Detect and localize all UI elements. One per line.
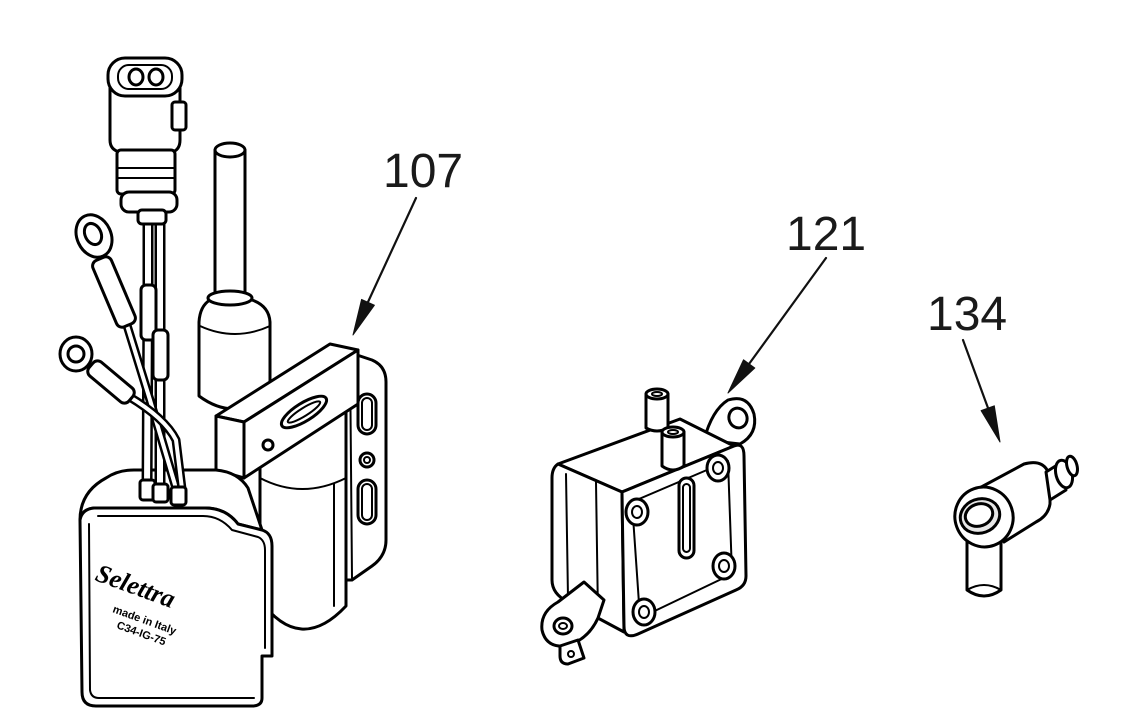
- housing-inner-border-bottom: [88, 523, 255, 699]
- cover-screw: [624, 497, 650, 527]
- callout-arrowhead-121: [727, 359, 756, 394]
- elbow-nipple-tip: [1065, 454, 1079, 478]
- wire-sleeve: [151, 328, 170, 382]
- elbow-opening: [963, 502, 995, 528]
- mounting-ear-upper-hole: [727, 406, 749, 430]
- ring-terminal-lower: [58, 335, 188, 502]
- part-107-drawing: Selettra made in Italy C34-IG-75: [58, 56, 388, 708]
- callout-107: 107: [352, 145, 463, 336]
- callout-label-121: 121: [786, 208, 866, 261]
- bracket-slot-upper-inner: [361, 397, 373, 431]
- ring-terminal-hole: [66, 344, 86, 364]
- callout-label-134: 134: [927, 288, 1007, 341]
- front-cover: [620, 443, 748, 638]
- connector-pin-socket: [127, 67, 145, 87]
- terminal-wire-core: [124, 320, 180, 497]
- callout-arrowhead-107: [352, 298, 375, 336]
- bracket-slot-upper: [356, 392, 378, 436]
- terminal-wire-core: [126, 394, 185, 499]
- front-cover-slot: [677, 476, 696, 560]
- cover-screw: [705, 453, 731, 483]
- ring-terminal-crimp: [91, 255, 137, 329]
- callout-134: 134: [927, 288, 1007, 443]
- coil-cylinder: [258, 403, 348, 631]
- wire-left-core: [144, 219, 151, 495]
- callout-leader-121: [747, 256, 828, 366]
- bracket-screw: [261, 438, 275, 452]
- tube-fitting-edge: [199, 325, 271, 335]
- front-cover-slot-inner: [682, 483, 691, 553]
- connector-wire-exit: [136, 208, 168, 226]
- connector-plug: [106, 56, 188, 226]
- connector-mating-face-inner: [117, 64, 173, 90]
- connector-latch: [170, 100, 188, 132]
- elbow-down-leg-end: [966, 584, 1002, 591]
- tube-end: [213, 141, 247, 159]
- mounting-ear-lower-hole-inner: [558, 622, 568, 630]
- wire-entry-collars: [138, 478, 188, 507]
- port-front-end: [660, 425, 686, 439]
- mounting-ear-nub-hole: [567, 650, 575, 658]
- port-front-bore: [667, 429, 679, 435]
- bracket-arm-slot: [279, 394, 329, 430]
- connector-mating-face: [106, 56, 184, 98]
- cover-screw: [631, 597, 657, 627]
- callout-leader-107: [366, 196, 418, 304]
- port-front-body: [660, 430, 686, 472]
- bracket-arm-end: [214, 414, 246, 480]
- mounting-ear-lower-hole: [552, 616, 574, 636]
- wire-collar: [169, 485, 188, 507]
- wire-sleeve: [139, 283, 158, 342]
- tube: [197, 141, 272, 411]
- callout-leader-134: [961, 338, 990, 410]
- cover-screw-head: [638, 605, 650, 619]
- tube-collar: [206, 289, 254, 307]
- port-front: [660, 425, 686, 472]
- mounting-ear-upper: [702, 397, 757, 446]
- bracket-arm-slot-inner: [286, 400, 322, 424]
- cover-screw-head: [631, 505, 643, 519]
- mounting-ear-lower-body: [540, 580, 606, 648]
- port-rear-end: [644, 387, 670, 401]
- tube-body: [213, 148, 247, 297]
- callout-arrowhead-134: [980, 405, 1001, 443]
- callout-label-107: 107: [383, 145, 463, 198]
- cover-screw-head: [718, 559, 730, 573]
- coil-housing: Selettra made in Italy C34-IG-75: [78, 468, 274, 708]
- coil-band: [259, 477, 347, 490]
- ring-terminal-hole: [82, 221, 104, 247]
- side-face-lip-line: [565, 473, 569, 599]
- ring-terminal-upper: [74, 213, 183, 500]
- cover-screw: [711, 551, 737, 581]
- bracket-hole: [358, 451, 376, 469]
- connector-rear: [115, 148, 177, 196]
- connector-pin-socket: [147, 67, 165, 87]
- callout-121: 121: [727, 208, 866, 394]
- connector-rear-band: [116, 167, 176, 179]
- bracket-slot-lower-inner: [361, 483, 373, 521]
- part-134-drawing: [953, 454, 1079, 598]
- wire-collar: [151, 482, 170, 504]
- cover-screw-head: [712, 461, 724, 475]
- bracket-hole-inner: [363, 456, 371, 464]
- port-rear-bore: [651, 391, 663, 397]
- ring-terminal-crimp: [86, 359, 136, 405]
- bracket-slot-lower: [356, 478, 378, 526]
- housing-front-face: [78, 506, 274, 708]
- part-121-drawing: [540, 387, 757, 666]
- mounting-ear-lower: [540, 580, 606, 666]
- housing-inner-border-top: [97, 515, 266, 649]
- port-rear: [644, 387, 670, 433]
- bracket-arm: [214, 342, 360, 480]
